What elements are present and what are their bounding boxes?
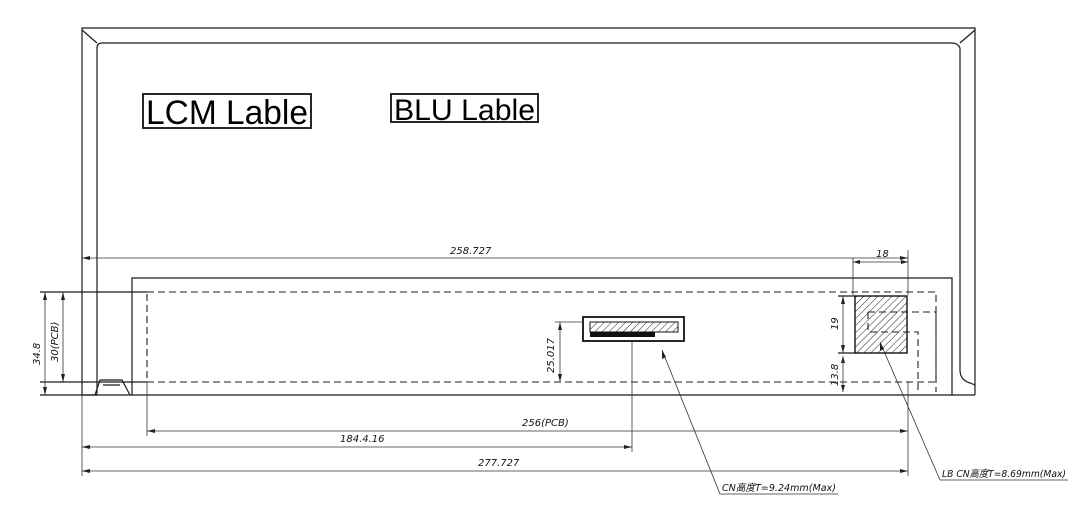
dim-pcb-width-text: 256(PCB)	[522, 418, 569, 429]
dim-pcb-height-text: 30(PCB)	[50, 322, 61, 362]
dim-total-height-text: 34.8	[32, 343, 43, 365]
lcm-label-text: LCM Lable	[146, 94, 308, 132]
dim-pcb-height: 30(PCB)	[50, 292, 65, 382]
panel-outline	[81, 27, 976, 395]
lb-cn-note-leader: LB CN高度T=8.69mm(Max)	[879, 341, 1068, 481]
dim-connector-offset: 184.4.16	[81, 341, 633, 476]
dim-pcb-width: 256(PCB)	[146, 382, 909, 476]
dim-connector-offset-text: 184.4.16	[340, 434, 385, 445]
blu-label-box: BLU Lable	[390, 93, 539, 127]
pcb-outline	[40, 277, 975, 396]
main-connector	[582, 316, 685, 342]
dim-connector-height: 25.017	[546, 321, 583, 382]
dim-top-width-text: 258.727	[450, 246, 492, 257]
dim-overall-width: 277.727	[82, 458, 908, 473]
dim-top-width: 258.727	[82, 246, 908, 260]
dim-total-height: 34.8	[32, 292, 47, 395]
blu-label-text: BLU Lable	[394, 94, 535, 127]
dim-box-height-text: 19	[830, 317, 841, 330]
dim-overall-width-text: 277.727	[478, 458, 520, 469]
dim-connector-height-text: 25.017	[546, 337, 557, 373]
lb-connector-box: 19 13.8	[830, 295, 937, 392]
cn-note-text: CN高度T=9.24mm(Max)	[722, 482, 836, 494]
dim-box-width: 18	[852, 249, 909, 295]
cn-note-leader: CN高度T=9.24mm(Max)	[661, 349, 838, 495]
dim-box-width-text: 18	[876, 249, 889, 260]
lb-cn-note-text: LB CN高度T=8.69mm(Max)	[942, 468, 1066, 480]
lcm-label-box: LCM Lable	[142, 93, 312, 132]
dim-box-bottom-text: 13.8	[830, 364, 841, 386]
